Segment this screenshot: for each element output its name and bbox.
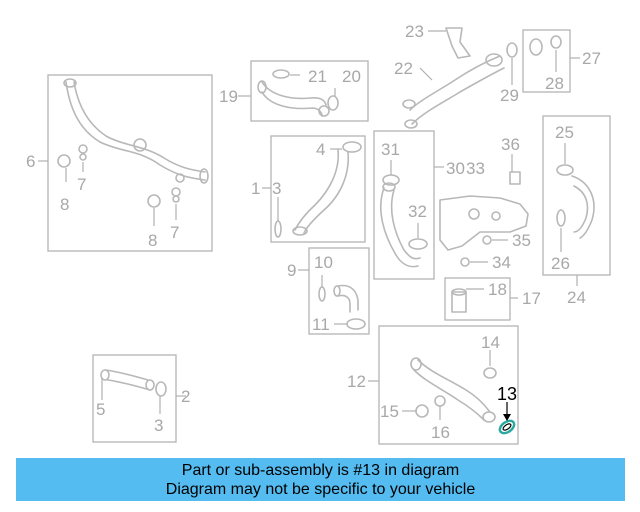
group-box-9 bbox=[308, 247, 370, 335]
group-box-1 bbox=[270, 135, 366, 243]
o-ring-26 bbox=[556, 209, 566, 227]
callout-12: 12 bbox=[347, 372, 366, 391]
plug-35 bbox=[482, 235, 492, 245]
banner-line-disclaimer: Diagram may not be specific to your vehi… bbox=[165, 480, 476, 498]
callout-10: 10 bbox=[314, 253, 333, 272]
callout-4: 4 bbox=[316, 140, 325, 159]
callout-33: 33 bbox=[466, 159, 485, 178]
hose-9 bbox=[333, 284, 359, 313]
bracket-23 bbox=[445, 27, 471, 59]
callout-31: 31 bbox=[381, 140, 400, 159]
plug-34 bbox=[460, 257, 470, 267]
clamp-20 bbox=[327, 95, 339, 111]
callout-23: 23 bbox=[405, 22, 424, 41]
callout-35: 35 bbox=[512, 231, 531, 250]
callout-22: 22 bbox=[394, 59, 413, 78]
callout-34: 34 bbox=[492, 253, 511, 272]
banner-line-part: Part or sub-assembly is #13 in diagram bbox=[181, 461, 460, 479]
group-box-2 bbox=[92, 354, 177, 443]
group-box-12 bbox=[378, 325, 519, 445]
clamp-11 bbox=[346, 318, 366, 330]
callout-8-upper: 8 bbox=[60, 195, 69, 214]
seal-29 bbox=[506, 42, 518, 58]
callout-25: 25 bbox=[555, 123, 574, 142]
callout-6: 6 bbox=[26, 152, 35, 171]
bushing-8-upper bbox=[57, 154, 71, 168]
o-ring-10 bbox=[318, 286, 326, 302]
grommet-7-upper bbox=[78, 144, 88, 161]
pipe-12 bbox=[410, 357, 496, 423]
callout-27: 27 bbox=[582, 49, 601, 68]
o-ring-3-lower bbox=[155, 381, 167, 397]
group-box-27 bbox=[522, 29, 571, 93]
callout-3-lower: 3 bbox=[154, 416, 163, 435]
callout-20: 20 bbox=[342, 67, 361, 86]
callout-30: 30 bbox=[446, 159, 465, 178]
group-box-6 bbox=[47, 74, 213, 252]
callout-1: 1 bbox=[251, 179, 260, 198]
callout-15: 15 bbox=[380, 402, 399, 421]
hose-1 bbox=[292, 149, 350, 236]
callout-18: 18 bbox=[488, 280, 507, 299]
callout-2: 2 bbox=[181, 387, 190, 406]
clamp-21 bbox=[272, 69, 290, 79]
callout-26: 26 bbox=[551, 254, 570, 273]
callout-11: 11 bbox=[312, 315, 330, 334]
callout-16: 16 bbox=[431, 423, 450, 442]
grommet-7-lower bbox=[171, 187, 181, 203]
info-banner: Part or sub-assembly is #13 in diagram D… bbox=[16, 458, 625, 501]
bushing-16 bbox=[434, 395, 446, 407]
leader-lines bbox=[38, 30, 580, 421]
group-box-30 bbox=[373, 130, 435, 280]
o-ring-3 bbox=[274, 220, 282, 238]
clamp-4 bbox=[342, 141, 362, 153]
sensor-36 bbox=[509, 171, 521, 185]
coolant-pipe-6 bbox=[63, 78, 209, 184]
callout-13-highlighted: 13 bbox=[497, 384, 517, 404]
cap-18 bbox=[451, 288, 467, 313]
pipe-22 bbox=[402, 53, 505, 129]
callout-24: 24 bbox=[567, 288, 586, 307]
group-box-17 bbox=[444, 277, 511, 321]
callout-28: 28 bbox=[545, 74, 564, 93]
callout-7-upper: 7 bbox=[77, 175, 86, 194]
clamp-25 bbox=[556, 164, 574, 176]
callout-labels: 6 7 8 8 7 21 20 19 4 1 3 31 30 33 32 9 1… bbox=[26, 22, 601, 442]
callout-17: 17 bbox=[522, 289, 541, 308]
callout-21: 21 bbox=[308, 67, 327, 86]
seal-14 bbox=[483, 367, 497, 379]
bushing-15 bbox=[415, 404, 429, 418]
callout-36: 36 bbox=[501, 135, 520, 154]
bushing-8-lower bbox=[147, 194, 161, 208]
callout-5: 5 bbox=[96, 400, 105, 419]
hose-24 bbox=[571, 175, 595, 239]
callout-3-upper: 3 bbox=[272, 179, 281, 198]
callout-14: 14 bbox=[481, 333, 500, 352]
callout-8-lower: 8 bbox=[148, 231, 157, 250]
clamp-32 bbox=[408, 238, 428, 250]
thermostat-housing-33 bbox=[439, 195, 529, 251]
callout-29: 29 bbox=[500, 86, 519, 105]
hose-19 bbox=[257, 80, 330, 117]
callout-19: 19 bbox=[219, 87, 238, 106]
hose-30 bbox=[380, 182, 421, 268]
callout-32: 32 bbox=[408, 202, 427, 221]
group-box-24 bbox=[542, 115, 611, 276]
callout-7-lower: 7 bbox=[170, 223, 179, 242]
parts-diagram: 6 7 8 8 7 21 20 19 4 1 3 31 30 33 32 9 1… bbox=[26, 22, 611, 445]
callout-9: 9 bbox=[287, 261, 296, 280]
hose-2 bbox=[100, 369, 155, 391]
seal-28 bbox=[529, 35, 562, 56]
o-ring-13-highlighted bbox=[498, 419, 516, 435]
group-box-19 bbox=[250, 60, 369, 122]
